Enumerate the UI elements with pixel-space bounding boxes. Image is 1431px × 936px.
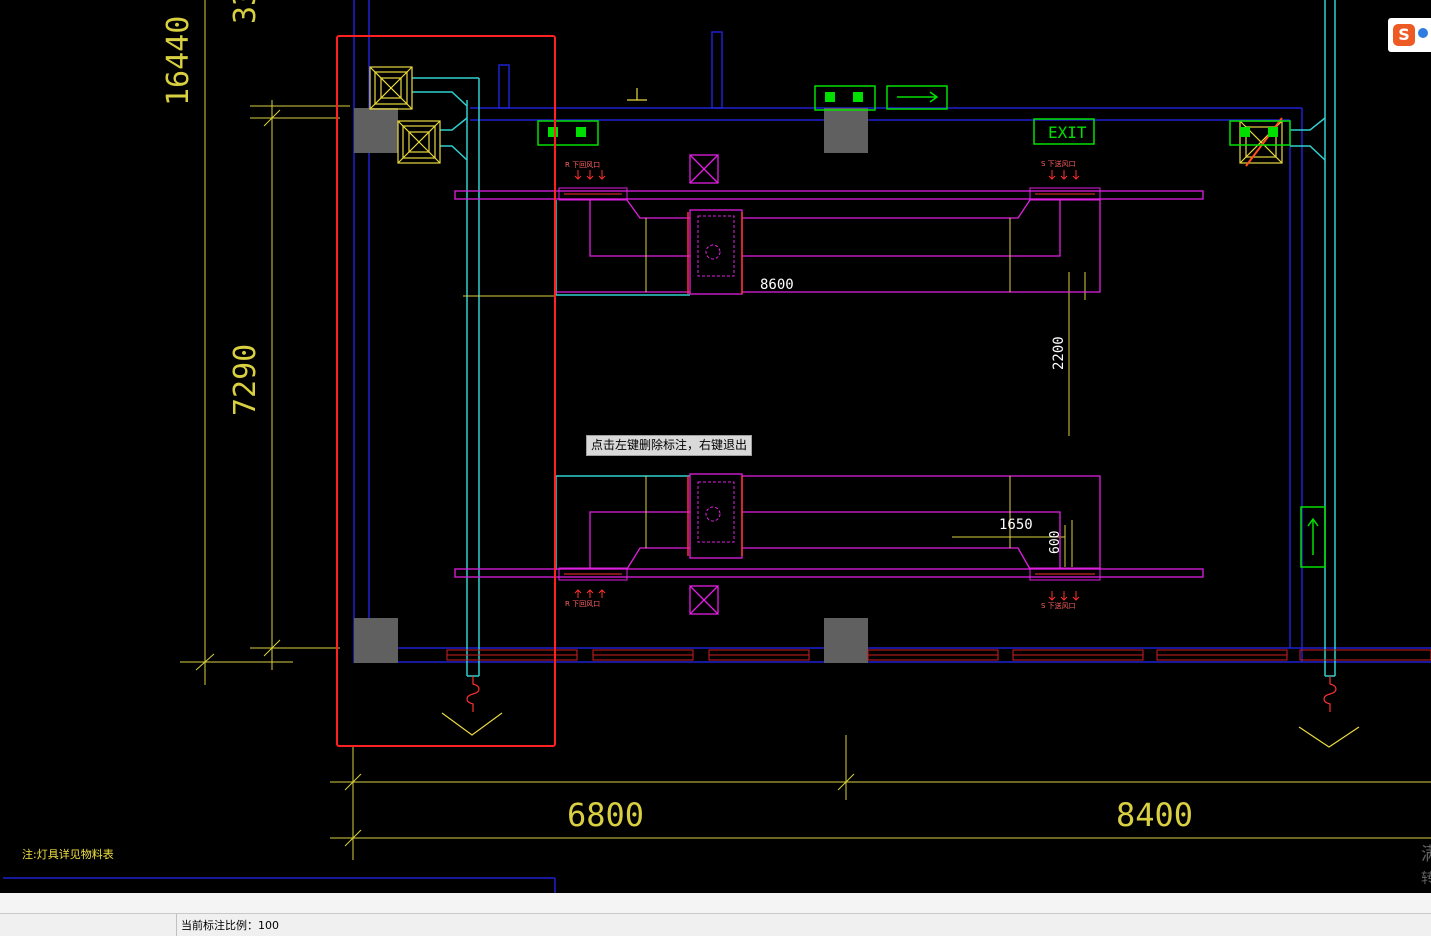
tag-return-upper: R 下回风口 <box>565 161 600 169</box>
dim-left-part: 7290 <box>228 344 263 416</box>
drawing-note: 注:灯具详见物料表 <box>22 847 114 861</box>
dim-inner-span: 8600 <box>760 277 794 293</box>
dim-top-cut: 33 <box>228 0 263 24</box>
dim-left-total: 16440 <box>161 16 196 106</box>
cad-canvas[interactable]: 16440 7290 33 6800 8400 <box>0 0 1431 893</box>
tag-supply-upper: S 下送风口 <box>1041 159 1076 168</box>
command-line-area[interactable] <box>0 893 1431 914</box>
tag-supply-lower: S 下送风口 <box>1041 601 1076 610</box>
selection-box <box>336 35 556 747</box>
right-edge-char-1: 满 <box>1421 844 1431 865</box>
dim-small-offset: 1650 <box>999 517 1033 533</box>
dim-vertical-gap: 2200 <box>1051 336 1067 370</box>
dim-bottom-right: 8400 <box>1116 796 1193 834</box>
command-tooltip: 点击左键删除标注，右键退出 <box>586 435 753 456</box>
dim-bottom-left: 6800 <box>567 796 644 834</box>
status-row: 当前标注比例：100 <box>0 914 1431 936</box>
exit-sign: EXIT <box>1048 123 1087 142</box>
scale-label: 当前标注比例：100 <box>181 919 279 932</box>
ime-toolbar[interactable]: S <box>1388 18 1431 52</box>
tag-return-lower: R 下回风口 <box>565 600 600 608</box>
dim-small-height: 600 <box>1048 531 1063 554</box>
ime-status-icon <box>1418 28 1428 38</box>
ime-logo-icon: S <box>1393 24 1415 46</box>
status-cell-coords <box>0 914 177 936</box>
right-edge-char-2: 转 <box>1421 871 1431 887</box>
status-bar: 当前标注比例：100 <box>0 893 1431 936</box>
